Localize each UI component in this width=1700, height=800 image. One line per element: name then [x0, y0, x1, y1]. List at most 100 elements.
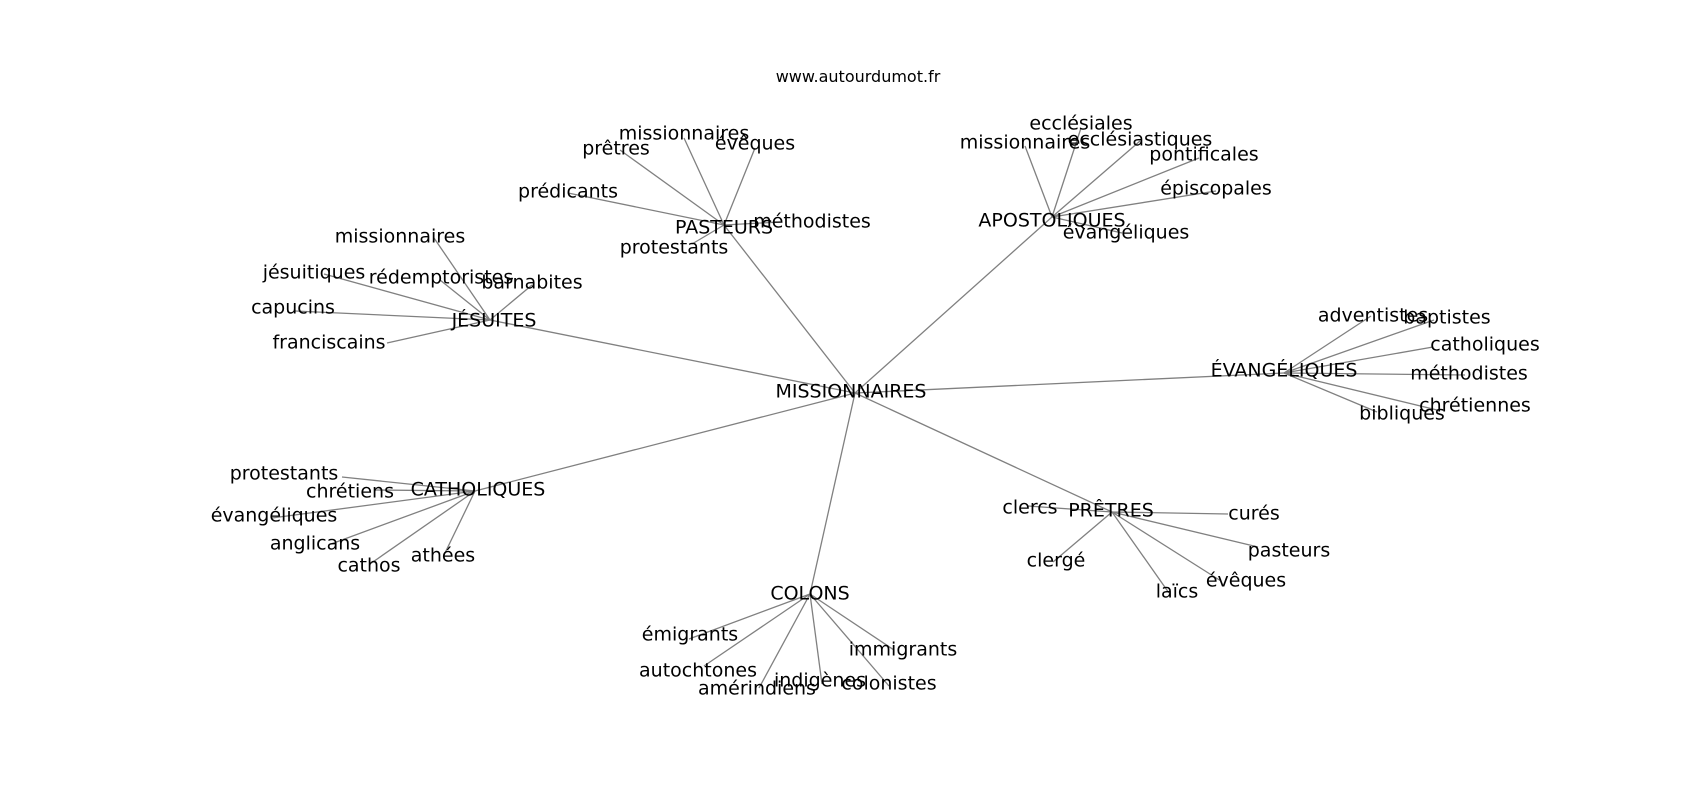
edge-catholiques-4 [369, 490, 476, 565]
edge-pasteurs-3 [567, 192, 725, 226]
edge-colons-1 [809, 593, 895, 651]
group-node-apostoliques: APOSTOLIQUES [978, 210, 1125, 232]
edge-catholiques-0 [341, 476, 476, 492]
leaf-node-jesuites-3: barnabites [481, 272, 582, 294]
leaf-node-pretres-3: clergé [1027, 550, 1086, 572]
edge-apostoliques-2 [1051, 140, 1141, 218]
edge-colons-0 [688, 593, 811, 640]
edge-colons-5 [758, 593, 811, 689]
leaf-node-jesuites-4: capucins [251, 297, 335, 319]
leaf-node-pretres-5: laïcs [1156, 581, 1199, 603]
leaf-node-pasteurs-5: protestants [620, 237, 729, 259]
leaf-node-apostoliques-1: missionnaires [960, 132, 1090, 154]
edge-evangeliques-2 [1283, 346, 1434, 374]
edge-pretres-3 [1052, 511, 1113, 563]
edge-catholiques-3 [330, 490, 476, 545]
leaf-node-pretres-2: pasteurs [1248, 540, 1331, 562]
source-label: www.autourdumot.fr [776, 67, 941, 86]
edge-jesuites-1 [323, 273, 491, 321]
edge-jesuites-0 [433, 237, 491, 321]
group-node-pasteurs: PASTEURS [675, 217, 773, 239]
edge-pretres-1 [1111, 511, 1229, 515]
edge-pretres-4 [1111, 511, 1222, 582]
edge-catholiques-1 [373, 489, 476, 492]
leaf-node-colons-1: immigrants [849, 639, 957, 661]
leaf-node-pasteurs-2: évêques [715, 133, 795, 155]
leaf-node-apostoliques-5: évangéliques [1063, 222, 1190, 244]
leaf-node-pretres-0: clercs [1002, 497, 1057, 519]
edge-evangeliques-0 [1283, 315, 1372, 374]
edge-root-jesuites [489, 319, 856, 394]
edge-root-evangeliques [854, 372, 1285, 394]
edge-pasteurs-1 [619, 149, 725, 226]
edge-apostoliques-0 [1051, 127, 1082, 218]
leaf-node-apostoliques-4: épiscopales [1160, 178, 1272, 200]
leaf-node-pasteurs-4: méthodistes [753, 211, 871, 233]
edges-layer [271, 127, 1466, 689]
leaf-node-catholiques-1: chrétiens [306, 481, 394, 503]
leaf-node-colons-2: autochtones [639, 660, 757, 682]
leaf-node-catholiques-4: cathos [337, 555, 400, 577]
edge-apostoliques-1 [1024, 145, 1053, 218]
leaf-node-apostoliques-3: pontificales [1149, 144, 1258, 166]
edge-pretres-5 [1111, 511, 1170, 594]
leaf-node-catholiques-5: athées [411, 545, 475, 567]
leaf-node-jesuites-5: franciscains [272, 332, 385, 354]
edge-root-pretres [854, 392, 1113, 513]
leaf-node-pasteurs-3: prédicants [518, 181, 618, 203]
group-node-evangeliques: ÉVANGÉLIQUES [1211, 359, 1358, 382]
leaf-node-pasteurs-0: missionnaires [619, 123, 749, 145]
edge-pasteurs-0 [683, 137, 725, 226]
edge-apostoliques-4 [1051, 190, 1217, 218]
edge-apostoliques-3 [1051, 157, 1200, 218]
edge-jesuites-2 [439, 279, 491, 321]
group-node-pretres: PRÊTRES [1068, 499, 1154, 522]
edge-catholiques-2 [271, 490, 476, 519]
leaf-node-evangeliques-0: adventistes [1318, 305, 1428, 327]
edge-colons-3 [809, 593, 823, 685]
leaf-node-pretres-1: curés [1228, 503, 1279, 525]
edge-pretres-0 [1027, 505, 1113, 513]
leaf-node-catholiques-3: anglicans [270, 533, 360, 555]
root-node-label: MISSIONNAIRES [776, 381, 927, 403]
leaf-node-colons-3: indigènes [774, 670, 866, 692]
edge-root-catholiques [474, 392, 856, 492]
edge-root-colons [809, 392, 856, 595]
leaf-node-evangeliques-1: baptistes [1403, 307, 1490, 329]
edge-colons-4 [809, 593, 890, 687]
leaf-node-colons-4: colonistes [841, 673, 936, 695]
edge-jesuites-5 [386, 319, 491, 344]
edge-evangeliques-1 [1283, 319, 1435, 374]
group-node-colons: COLONS [770, 583, 849, 605]
edge-jesuites-3 [489, 284, 533, 321]
edge-apostoliques-5 [1051, 216, 1123, 234]
edge-root-pasteurs [723, 224, 856, 394]
leaf-node-colons-5: amérindiens [698, 678, 816, 700]
edge-pasteurs-5 [691, 224, 725, 245]
leaf-node-jesuites-0: missionnaires [335, 226, 465, 248]
edge-root-apostoliques [854, 216, 1053, 394]
edge-jesuites-4 [294, 310, 491, 321]
edge-evangeliques-3 [1283, 372, 1466, 376]
edge-pasteurs-2 [723, 147, 756, 226]
group-node-jesuites: JÉSUITES [451, 309, 537, 332]
group-node-catholiques: CATHOLIQUES [411, 479, 546, 501]
edge-catholiques-5 [443, 490, 476, 556]
edge-evangeliques-4 [1283, 372, 1438, 411]
edge-pretres-2 [1111, 511, 1259, 548]
leaf-node-evangeliques-5: bibliques [1359, 403, 1445, 425]
leaf-node-apostoliques-2: ecclésiastiques [1068, 129, 1213, 151]
edge-colons-2 [703, 593, 811, 667]
leaf-node-catholiques-2: évangéliques [211, 505, 338, 527]
labels-layer: MISSIONNAIRESPASTEURSmissionnairesprêtre… [211, 113, 1540, 700]
leaf-node-evangeliques-4: chrétiennes [1419, 395, 1531, 417]
leaf-node-evangeliques-2: catholiques [1430, 334, 1539, 356]
leaf-node-colons-0: émigrants [642, 624, 738, 646]
leaf-node-pretres-4: évêques [1206, 570, 1286, 592]
leaf-node-evangeliques-3: méthodistes [1410, 363, 1528, 385]
edge-evangeliques-5 [1283, 372, 1378, 413]
leaf-node-catholiques-0: protestants [230, 463, 339, 485]
leaf-node-jesuites-2: rédemptoristes [369, 267, 514, 289]
